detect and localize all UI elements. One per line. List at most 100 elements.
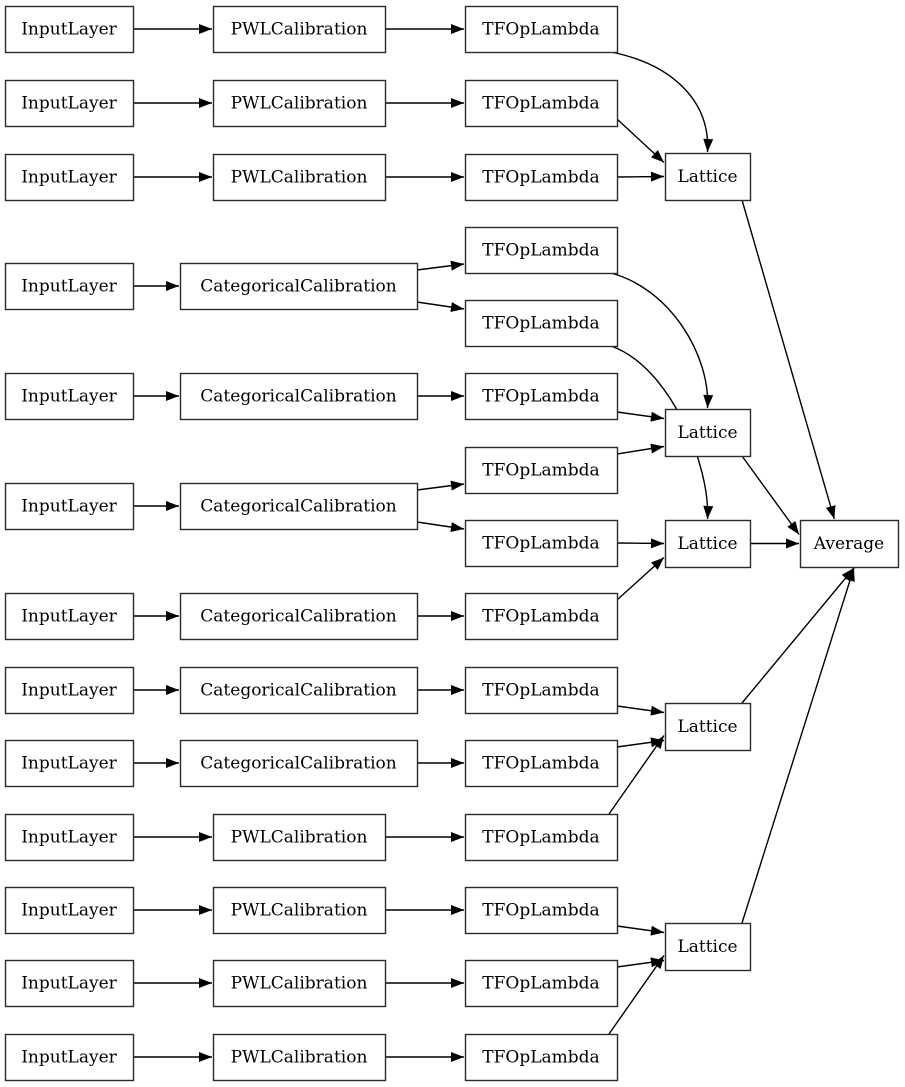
node-tfop-lambda-tf15[interactable]: TFOpLambda [464, 1033, 619, 1082]
node-box[interactable] [179, 739, 419, 788]
node-box[interactable] [212, 886, 387, 935]
node-tfop-lambda-tf11[interactable]: TFOpLambda [464, 739, 619, 788]
node-categorical-calibration-cal6[interactable]: CategoricalCalibration [179, 482, 419, 531]
node-box[interactable] [4, 153, 135, 202]
arrowhead-icon [650, 171, 664, 182]
node-box[interactable] [4, 666, 135, 715]
node-categorical-calibration-cal7[interactable]: CategoricalCalibration [179, 592, 419, 641]
node-categorical-calibration-cal5[interactable]: CategoricalCalibration [179, 372, 419, 421]
node-box[interactable] [4, 262, 135, 311]
node-box[interactable] [464, 79, 619, 128]
node-box[interactable] [464, 5, 619, 54]
node-tfop-lambda-tf8[interactable]: TFOpLambda [464, 519, 619, 568]
node-tfop-lambda-tf9[interactable]: TFOpLambda [464, 592, 619, 641]
node-box[interactable] [464, 886, 619, 935]
node-box[interactable] [464, 226, 619, 275]
node-input-layer-in10[interactable]: InputLayer [4, 813, 135, 862]
node-tfop-lambda-tf1[interactable]: TFOpLambda [464, 5, 619, 54]
node-box[interactable] [799, 519, 900, 569]
node-box[interactable] [664, 408, 752, 458]
node-box[interactable] [4, 813, 135, 862]
edge-tf10-to-lat4 [616, 705, 665, 716]
node-categorical-calibration-cal4[interactable]: CategoricalCalibration [179, 262, 419, 311]
node-average-avg[interactable]: Average [799, 519, 900, 569]
node-lattice-lat1[interactable]: Lattice [664, 152, 752, 202]
node-box[interactable] [464, 372, 619, 421]
arrowhead-icon [451, 1052, 464, 1062]
node-tfop-lambda-tf12[interactable]: TFOpLambda [464, 813, 619, 862]
node-input-layer-in9[interactable]: InputLayer [4, 739, 135, 788]
node-box[interactable] [4, 1033, 135, 1082]
node-input-layer-in12[interactable]: InputLayer [4, 959, 135, 1008]
node-lattice-lat4[interactable]: Lattice [664, 702, 752, 752]
node-box[interactable] [464, 666, 619, 715]
node-box[interactable] [464, 813, 619, 862]
arrowhead-icon [199, 905, 212, 915]
node-box[interactable] [212, 153, 387, 202]
node-tfop-lambda-tf13[interactable]: TFOpLambda [464, 886, 619, 935]
node-box[interactable] [4, 372, 135, 421]
node-pwlcalibration-cal2[interactable]: PWLCalibration [212, 79, 387, 128]
node-box[interactable] [179, 666, 419, 715]
node-box[interactable] [664, 702, 752, 752]
node-pwlcalibration-cal12[interactable]: PWLCalibration [212, 959, 387, 1008]
node-pwlcalibration-cal10[interactable]: PWLCalibration [212, 813, 387, 862]
node-lattice-lat2[interactable]: Lattice [664, 408, 752, 458]
node-tfop-lambda-tf2[interactable]: TFOpLambda [464, 79, 619, 128]
node-box[interactable] [179, 372, 419, 421]
node-box[interactable] [664, 152, 752, 202]
node-box[interactable] [212, 813, 387, 862]
node-input-layer-in4[interactable]: InputLayer [4, 262, 135, 311]
node-pwlcalibration-cal11[interactable]: PWLCalibration [212, 886, 387, 935]
node-box[interactable] [464, 739, 619, 788]
node-input-layer-in13[interactable]: InputLayer [4, 1033, 135, 1082]
arrowhead-icon [652, 955, 664, 970]
node-box[interactable] [212, 1033, 387, 1082]
node-box[interactable] [464, 299, 619, 348]
node-input-layer-in6[interactable]: InputLayer [4, 482, 135, 531]
node-categorical-calibration-cal9[interactable]: CategoricalCalibration [179, 739, 419, 788]
node-tfop-lambda-tf6[interactable]: TFOpLambda [464, 372, 619, 421]
node-box[interactable] [4, 886, 135, 935]
node-lattice-lat5[interactable]: Lattice [664, 922, 752, 972]
node-box[interactable] [212, 5, 387, 54]
node-input-layer-in1[interactable]: InputLayer [4, 5, 135, 54]
node-box[interactable] [464, 519, 619, 568]
node-pwlcalibration-cal13[interactable]: PWLCalibration [212, 1033, 387, 1082]
node-tfop-lambda-tf5[interactable]: TFOpLambda [464, 299, 619, 348]
node-pwlcalibration-cal3[interactable]: PWLCalibration [212, 153, 387, 202]
node-input-layer-in7[interactable]: InputLayer [4, 592, 135, 641]
node-box[interactable] [212, 959, 387, 1008]
node-box[interactable] [664, 922, 752, 972]
node-tfop-lambda-tf10[interactable]: TFOpLambda [464, 666, 619, 715]
node-box[interactable] [4, 5, 135, 54]
node-tfop-lambda-tf3[interactable]: TFOpLambda [464, 153, 619, 202]
node-box[interactable] [4, 739, 135, 788]
node-input-layer-in3[interactable]: InputLayer [4, 153, 135, 202]
node-box[interactable] [4, 592, 135, 641]
node-lattice-lat3[interactable]: Lattice [664, 519, 752, 569]
node-input-layer-in2[interactable]: InputLayer [4, 79, 135, 128]
node-input-layer-in5[interactable]: InputLayer [4, 372, 135, 421]
node-box[interactable] [464, 959, 619, 1008]
node-box[interactable] [464, 1033, 619, 1082]
node-box[interactable] [212, 79, 387, 128]
node-box[interactable] [464, 446, 619, 495]
node-box[interactable] [4, 79, 135, 128]
node-box[interactable] [179, 262, 419, 311]
node-input-layer-in8[interactable]: InputLayer [4, 666, 135, 715]
node-tfop-lambda-tf7[interactable]: TFOpLambda [464, 446, 619, 495]
node-box[interactable] [179, 482, 419, 531]
node-categorical-calibration-cal8[interactable]: CategoricalCalibration [179, 666, 419, 715]
node-box[interactable] [4, 482, 135, 531]
node-tfop-lambda-tf4[interactable]: TFOpLambda [464, 226, 619, 275]
node-pwlcalibration-cal1[interactable]: PWLCalibration [212, 5, 387, 54]
node-box[interactable] [4, 959, 135, 1008]
node-box[interactable] [664, 519, 752, 569]
node-input-layer-in11[interactable]: InputLayer [4, 886, 135, 935]
node-box[interactable] [464, 592, 619, 641]
edge-lat1-to-avg [741, 199, 836, 520]
node-box[interactable] [179, 592, 419, 641]
node-tfop-lambda-tf14[interactable]: TFOpLambda [464, 959, 619, 1008]
node-box[interactable] [464, 153, 619, 202]
